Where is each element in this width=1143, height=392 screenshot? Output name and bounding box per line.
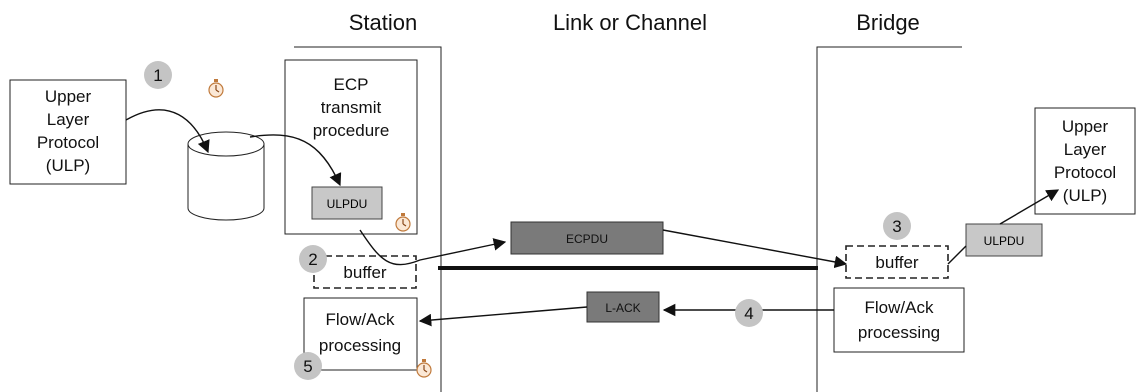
bridge-flow-line: processing (858, 323, 940, 342)
arrow-ulpdu-to-ecpdu (359, 229, 507, 266)
ecp-line: procedure (313, 121, 390, 140)
ecpdu-label: ECPDU (566, 232, 608, 246)
step-circle: 1 (144, 61, 172, 89)
l-ack: L-ACK (586, 291, 660, 323)
station-header: Station (349, 10, 418, 35)
station-ulp-box: Upper Layer Protocol (ULP) (9, 79, 127, 185)
step-number: 5 (303, 357, 312, 376)
station-ulp-line: (ULP) (46, 156, 90, 175)
l-ack-label: L-ACK (605, 301, 640, 315)
station-ulp-line: Layer (47, 110, 90, 129)
step-number: 4 (744, 304, 753, 323)
station-boundary (294, 46, 442, 392)
timer-icon (416, 359, 432, 378)
station-flow-line: Flow/Ack (326, 310, 395, 329)
bridge-ulp-line: (ULP) (1063, 186, 1107, 205)
bridge-buffer: buffer (845, 245, 949, 279)
bridge-ulpdu-label: ULPDU (984, 234, 1025, 248)
station-ulp-line: Upper (45, 87, 92, 106)
arrow-ecpdu-to-buffer (662, 229, 848, 269)
queue-cylinder (187, 131, 265, 221)
station-ulp-line: Protocol (37, 133, 99, 152)
ecpdu: ECPDU (510, 221, 664, 255)
arrow-queue-to-ulpdu (249, 134, 342, 187)
timer-icon (395, 213, 411, 232)
step-circle: 2 (299, 245, 327, 273)
station-ulpdu-label: ULPDU (327, 197, 368, 211)
ecp-line: ECP (334, 75, 369, 94)
step-number: 3 (892, 217, 901, 236)
arrow-lack-to-flow (418, 306, 588, 327)
bridge-ulpdu: ULPDU (965, 223, 1043, 257)
ecp-line: transmit (321, 98, 382, 117)
station-flow-ack-box: Flow/Ack processing (303, 297, 418, 371)
step-circle: 4 (735, 299, 763, 327)
link-header: Link or Channel (553, 10, 707, 35)
bridge-ulp-box: Upper Layer Protocol (ULP) (1034, 107, 1136, 215)
station-ulpdu: ULPDU (311, 186, 383, 220)
bridge-flow-ack-box: Flow/Ack processing (833, 287, 965, 353)
arrow-buffer-to-ulpdu (947, 245, 967, 265)
bridge-buffer-label: buffer (875, 253, 919, 272)
arrow-ulp-to-queue (125, 109, 210, 154)
bridge-flow-line: Flow/Ack (865, 298, 934, 317)
bridge-boundary (816, 46, 962, 392)
step-number: 1 (153, 66, 162, 85)
station-flow-line: processing (319, 336, 401, 355)
bridge-ulp-line: Upper (1062, 117, 1109, 136)
arrow-ulpdu-to-ulp (999, 189, 1060, 225)
timer-icon (208, 79, 224, 98)
bridge-ulp-line: Layer (1064, 140, 1107, 159)
bridge-header: Bridge (856, 10, 920, 35)
bridge-ulp-line: Protocol (1054, 163, 1116, 182)
step-circle: 3 (883, 212, 911, 240)
step-number: 2 (308, 250, 317, 269)
station-buffer-label: buffer (343, 263, 387, 282)
step-circle: 5 (294, 352, 322, 380)
station-buffer: buffer (313, 255, 417, 289)
